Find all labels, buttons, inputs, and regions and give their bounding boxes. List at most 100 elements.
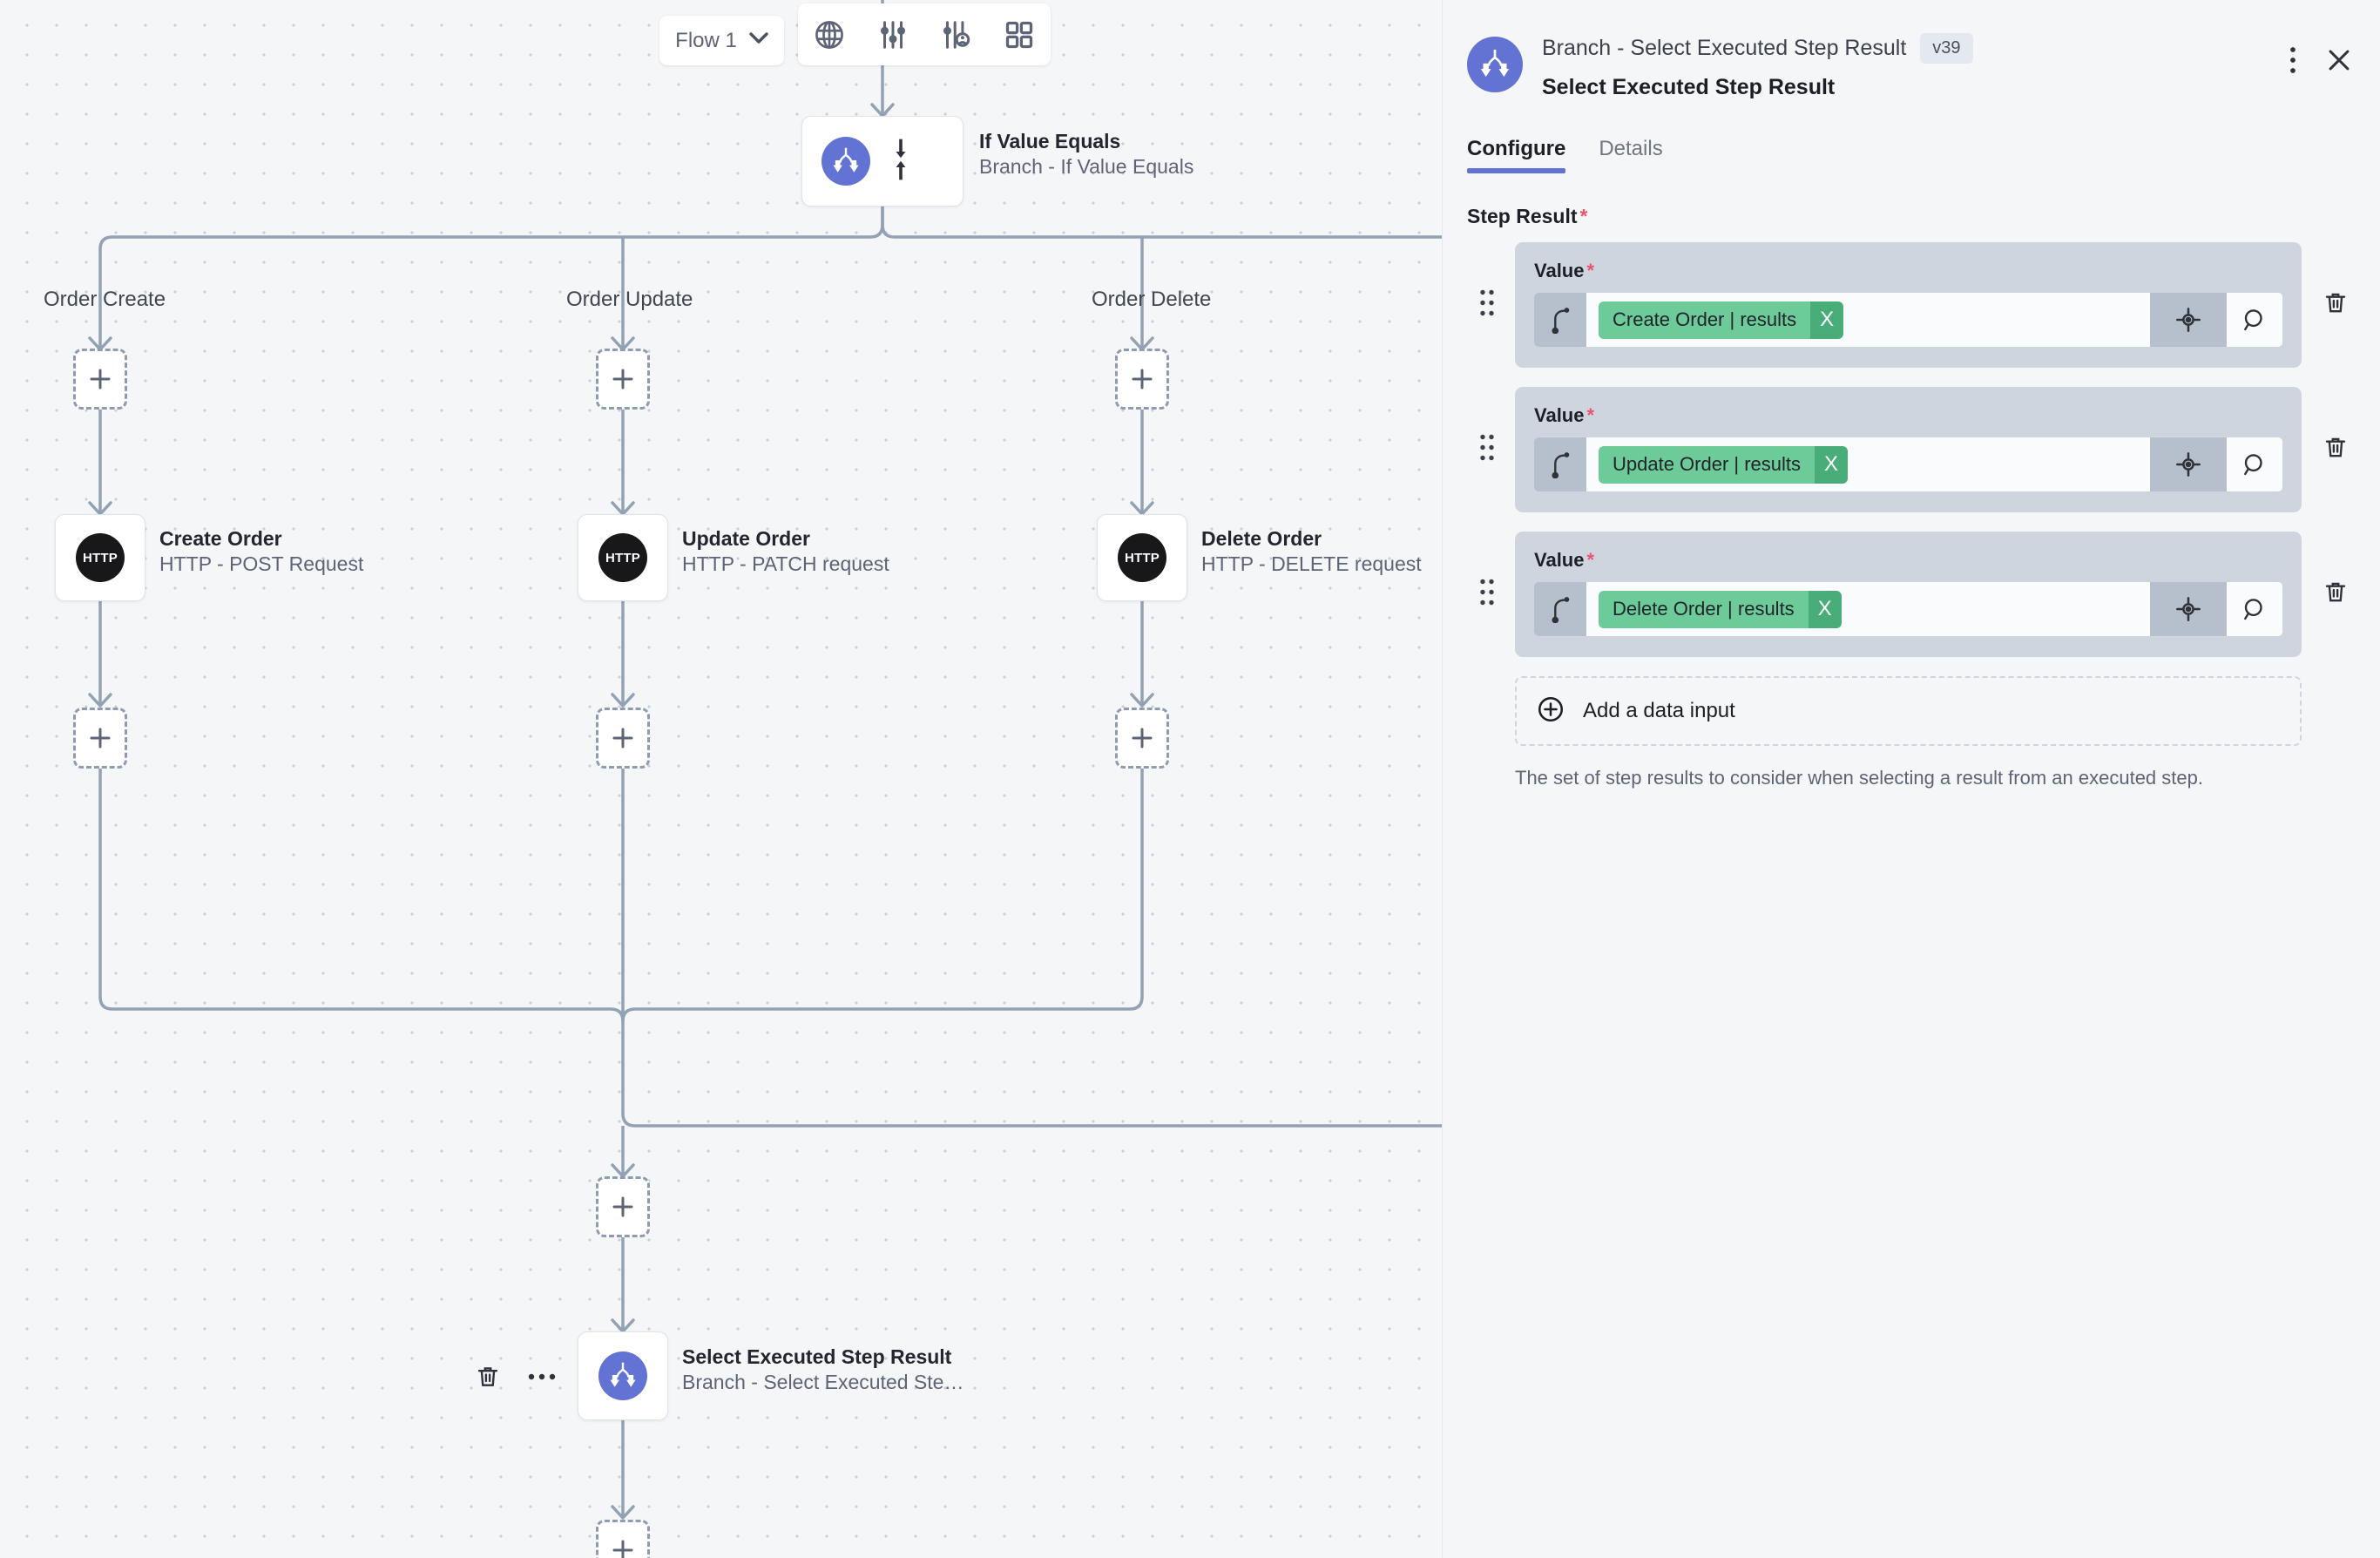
node-select-executed-step-result[interactable] bbox=[578, 1331, 668, 1420]
add-data-input-button[interactable]: Add a data input bbox=[1515, 676, 2302, 746]
token-remove-icon[interactable]: X bbox=[1815, 445, 1849, 484]
add-step-button[interactable] bbox=[596, 708, 650, 769]
add-step-button[interactable] bbox=[73, 708, 127, 769]
trash-icon[interactable] bbox=[2323, 579, 2349, 610]
crosshair-icon[interactable] bbox=[2150, 437, 2227, 491]
node-title: Create Order bbox=[159, 527, 282, 550]
token-label: Update Order | results bbox=[1599, 445, 1815, 484]
add-step-button[interactable] bbox=[1115, 708, 1169, 769]
branch-label-order-update: Order Update bbox=[566, 288, 693, 311]
panel-header: Branch - Select Executed Step Result v39… bbox=[1443, 0, 2380, 100]
crosshair-icon[interactable] bbox=[2150, 582, 2227, 636]
more-horizontal-icon[interactable] bbox=[527, 1372, 557, 1382]
panel-kicker: Branch - Select Executed Step Result bbox=[1542, 36, 1907, 60]
add-step-button[interactable] bbox=[596, 349, 650, 410]
value-card: Value* Update Order | results X bbox=[1515, 387, 2302, 512]
http-icon: HTTP bbox=[76, 533, 125, 582]
panel-title: Select Executed Step Result bbox=[1542, 75, 1836, 99]
branch-path-icon bbox=[1534, 437, 1586, 491]
value-card: Value* Delete Order | results X bbox=[1515, 532, 2302, 657]
token-area[interactable]: Create Order | results X bbox=[1586, 293, 2150, 347]
node-delete-order-texts: Delete Order HTTP - DELETE request bbox=[1201, 526, 1422, 578]
token-area[interactable]: Delete Order | results X bbox=[1586, 582, 2150, 636]
node-subtitle: HTTP - DELETE request bbox=[1201, 552, 1422, 576]
value-label-text: Value bbox=[1534, 404, 1585, 426]
node-title: Delete Order bbox=[1201, 527, 1322, 550]
node-update-order[interactable]: HTTP bbox=[578, 514, 668, 601]
http-icon: HTTP bbox=[1118, 533, 1166, 582]
node-hover-controls[interactable] bbox=[475, 1364, 557, 1390]
tab-configure[interactable]: Configure bbox=[1467, 137, 1566, 173]
chevron-down-icon bbox=[749, 32, 768, 49]
token-remove-icon[interactable]: X bbox=[1810, 301, 1844, 339]
required-marker: * bbox=[1586, 404, 1595, 426]
add-step-button[interactable] bbox=[1115, 349, 1169, 410]
token-remove-icon[interactable]: X bbox=[1808, 590, 1842, 628]
branch-icon bbox=[822, 137, 870, 186]
trash-icon[interactable] bbox=[2323, 290, 2349, 321]
drag-handle-icon[interactable] bbox=[1477, 430, 1497, 470]
node-title: Update Order bbox=[682, 527, 810, 550]
help-text: The set of step results to consider when… bbox=[1515, 767, 2203, 789]
branch-path-icon bbox=[1534, 582, 1586, 636]
plus-circle-icon bbox=[1536, 694, 1565, 728]
node-if-value-equals-texts: If Value Equals Branch - If Value Equals bbox=[979, 129, 1193, 180]
add-data-input-label: Add a data input bbox=[1583, 699, 1735, 722]
flow-selector-label: Flow 1 bbox=[675, 28, 737, 52]
required-marker: * bbox=[1586, 549, 1595, 571]
value-input[interactable]: Update Order | results X bbox=[1534, 437, 2282, 491]
drag-handle-icon[interactable] bbox=[1477, 286, 1497, 325]
node-update-order-texts: Update Order HTTP - PATCH request bbox=[682, 526, 889, 578]
search-icon[interactable] bbox=[2227, 437, 2282, 491]
add-step-button[interactable] bbox=[596, 1176, 650, 1237]
panel-tabs[interactable]: Configure Details bbox=[1443, 137, 2380, 173]
value-label: Value* bbox=[1534, 404, 2282, 427]
http-icon: HTTP bbox=[598, 533, 647, 582]
node-create-order[interactable]: HTTP bbox=[55, 514, 145, 601]
node-delete-order[interactable]: HTTP bbox=[1097, 514, 1187, 601]
value-input[interactable]: Delete Order | results X bbox=[1534, 582, 2282, 636]
node-subtitle: HTTP - PATCH request bbox=[682, 552, 889, 576]
flow-selector[interactable]: Flow 1 bbox=[659, 16, 784, 65]
value-label-text: Value bbox=[1534, 549, 1585, 571]
value-input[interactable]: Create Order | results X bbox=[1534, 293, 2282, 347]
branch-icon bbox=[1467, 37, 1523, 92]
node-select-executed-step-result-texts: Select Executed Step Result Branch - Sel… bbox=[682, 1345, 963, 1396]
search-icon[interactable] bbox=[2227, 582, 2282, 636]
trash-icon[interactable] bbox=[475, 1364, 501, 1390]
sliders-icon[interactable] bbox=[873, 15, 913, 55]
collapse-expand-icon[interactable] bbox=[891, 136, 910, 187]
value-label-text: Value bbox=[1534, 260, 1585, 281]
node-title: Select Executed Step Result bbox=[682, 1345, 952, 1368]
crosshair-icon[interactable] bbox=[2150, 293, 2227, 347]
tab-details[interactable]: Details bbox=[1599, 137, 1663, 160]
trash-icon[interactable] bbox=[2323, 435, 2349, 465]
data-token[interactable]: Update Order | results X bbox=[1599, 445, 1849, 484]
add-step-button[interactable] bbox=[73, 349, 127, 410]
branch-label-order-create: Order Create bbox=[44, 288, 166, 311]
data-token[interactable]: Delete Order | results X bbox=[1599, 590, 1842, 628]
drag-handle-icon[interactable] bbox=[1477, 575, 1497, 614]
grid-icon[interactable] bbox=[999, 15, 1039, 55]
token-area[interactable]: Update Order | results X bbox=[1586, 437, 2150, 491]
data-token[interactable]: Create Order | results X bbox=[1599, 301, 1844, 339]
node-if-value-equals[interactable] bbox=[801, 116, 963, 207]
globe-icon[interactable] bbox=[809, 15, 849, 55]
step-configuration-panel: Branch - Select Executed Step Result v39… bbox=[1442, 0, 2380, 1558]
search-icon[interactable] bbox=[2227, 293, 2282, 347]
value-label: Value* bbox=[1534, 549, 2282, 572]
canvas-toolbar[interactable] bbox=[798, 3, 1051, 65]
more-vertical-icon[interactable] bbox=[2288, 45, 2298, 75]
value-row: Value* Update Order | results X bbox=[1467, 387, 2356, 512]
node-subtitle: Branch - If Value Equals bbox=[979, 155, 1194, 179]
node-subtitle: Branch - Select Executed Ste… bbox=[682, 1371, 964, 1394]
workflow-canvas[interactable]: Flow 1 bbox=[0, 0, 1442, 1558]
close-icon[interactable] bbox=[2324, 45, 2354, 75]
version-badge: v39 bbox=[1920, 33, 1973, 64]
add-step-button[interactable] bbox=[596, 1520, 650, 1558]
sliders-user-icon[interactable] bbox=[936, 15, 976, 55]
node-create-order-texts: Create Order HTTP - POST Request bbox=[159, 526, 363, 578]
branch-label-order-delete: Order Delete bbox=[1092, 288, 1212, 311]
node-subtitle: HTTP - POST Request bbox=[159, 552, 364, 576]
panel-body: Step Result* Value* bbox=[1443, 205, 2380, 792]
